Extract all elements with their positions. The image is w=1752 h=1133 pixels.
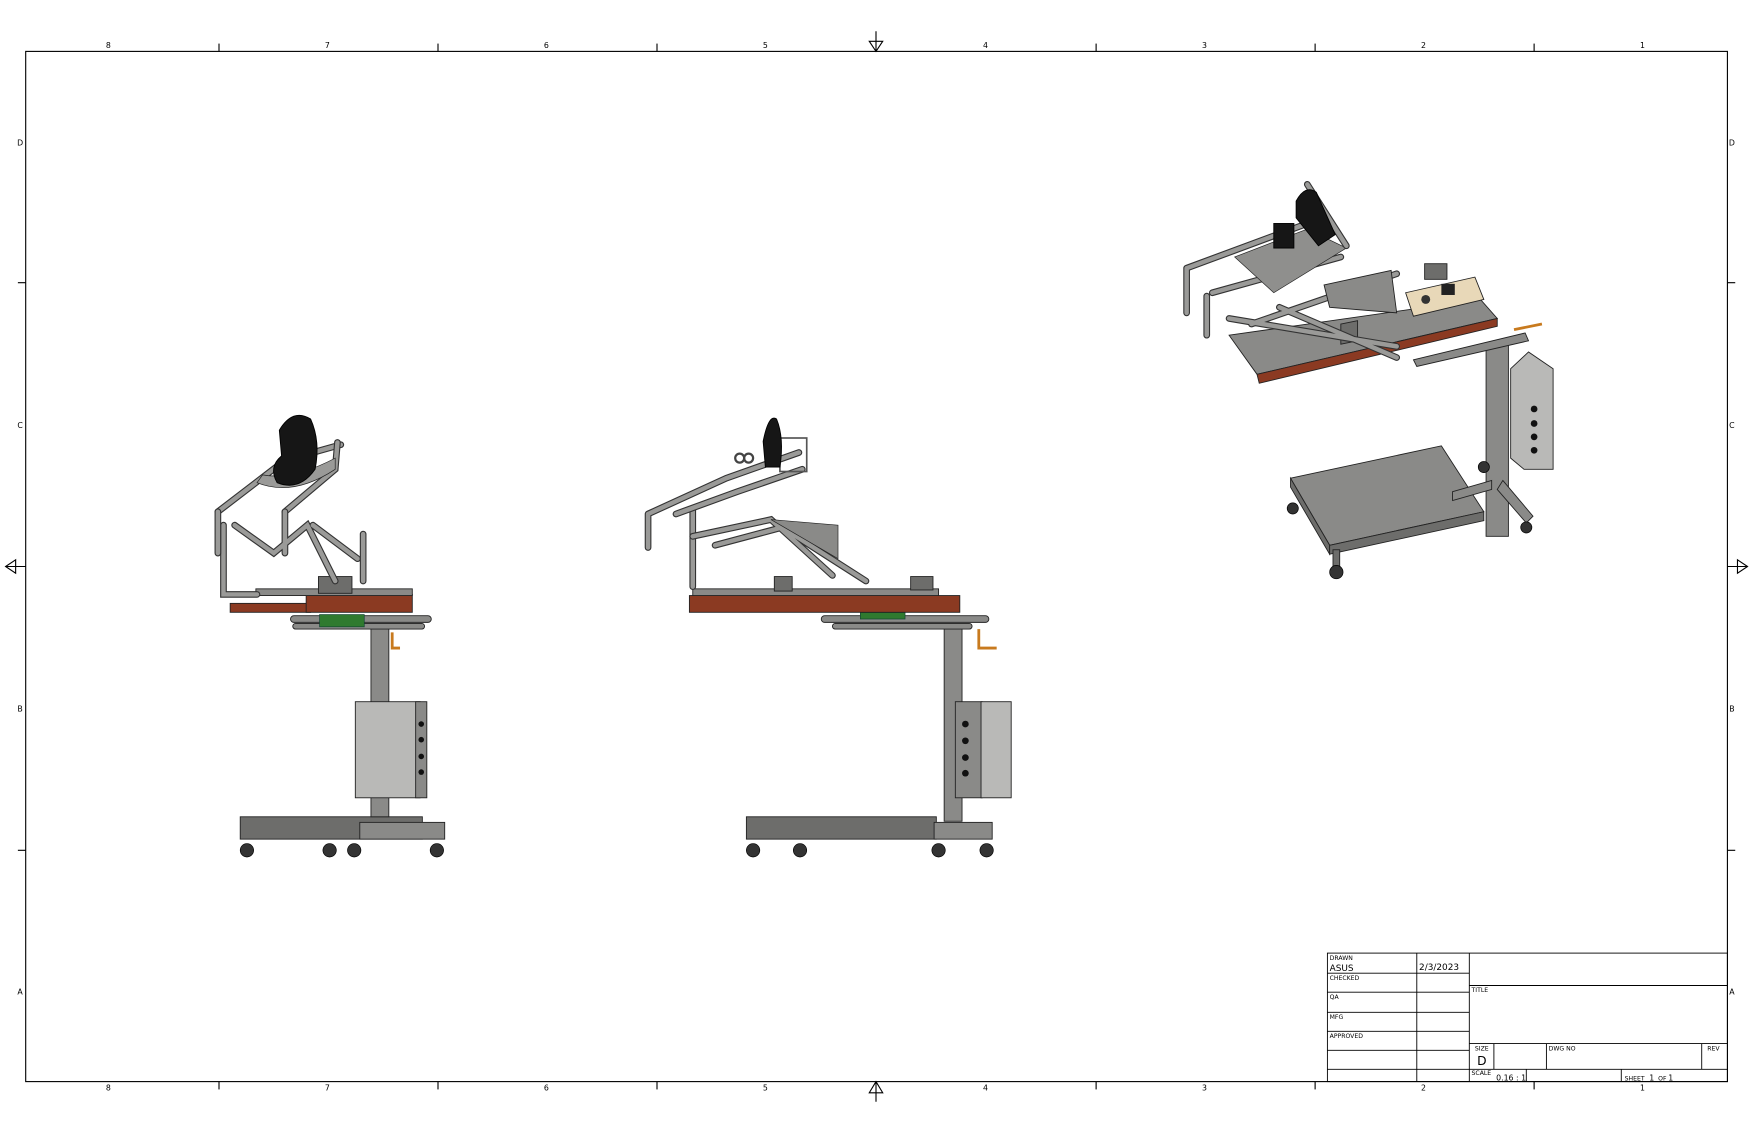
zone-ticks [17,43,1736,1090]
sheet-border [25,50,1728,1083]
title-label: TITLE [1471,987,1489,994]
svg-text:6: 6 [544,41,549,50]
svg-text:B: B [1729,705,1734,714]
svg-text:4: 4 [983,41,988,50]
isometric-view [1183,181,1554,580]
svg-text:D: D [1729,138,1735,147]
svg-text:7: 7 [325,1084,330,1093]
side-view-left [214,414,446,858]
approved-label: APPROVED [1330,1033,1364,1040]
centering-marks [4,31,1749,1102]
zone-labels-bottom: 8 7 6 5 4 3 2 1 [106,1084,1645,1093]
svg-text:5: 5 [763,41,768,50]
svg-text:1: 1 [1640,41,1645,50]
svg-text:C: C [17,421,23,430]
svg-text:5: 5 [763,1084,768,1093]
svg-text:4: 4 [983,1084,988,1093]
svg-text:D: D [17,138,23,147]
svg-text:A: A [1729,987,1735,996]
sheet-total: 1 [1668,1073,1673,1082]
drawn-label: DRAWN [1330,955,1353,962]
svg-text:C: C [1729,421,1735,430]
svg-text:A: A [17,987,23,996]
sheet-number: 1 [1649,1073,1654,1082]
zone-labels-left: D C B A [17,138,23,996]
scale-label: SCALE [1472,1070,1492,1077]
scale-value: 0.16 : 1 [1496,1073,1526,1082]
drawn-by: ASUS [1330,964,1354,974]
dwg-no-label: DWG NO [1549,1045,1576,1052]
svg-text:3: 3 [1202,1084,1207,1093]
svg-text:B: B [17,705,22,714]
side-view-middle [644,417,1012,858]
svg-text:7: 7 [325,41,330,50]
title-block: DRAWN ASUS 2/3/2023 CHECKED QA MFG APPRO… [1326,952,1728,1082]
svg-text:1: 1 [1640,1084,1645,1093]
svg-text:2: 2 [1421,41,1426,50]
size-label: SIZE [1475,1045,1489,1052]
rev-label: REV [1707,1045,1720,1052]
checked-label: CHECKED [1330,975,1360,982]
of-label: OF [1658,1075,1667,1082]
svg-text:8: 8 [106,41,111,50]
zone-labels-top: 8 7 6 5 4 3 2 1 [106,41,1645,50]
mfg-label: MFG [1330,1014,1344,1021]
svg-text:3: 3 [1202,41,1207,50]
zone-labels-right: D C B A [1729,138,1735,996]
size-value: D [1477,1054,1486,1068]
svg-text:2: 2 [1421,1084,1426,1093]
drawn-date: 2/3/2023 [1419,963,1459,973]
svg-text:6: 6 [544,1084,549,1093]
qa-label: QA [1330,994,1340,1001]
svg-text:8: 8 [106,1084,111,1093]
sheet-label: SHEET [1625,1075,1645,1082]
